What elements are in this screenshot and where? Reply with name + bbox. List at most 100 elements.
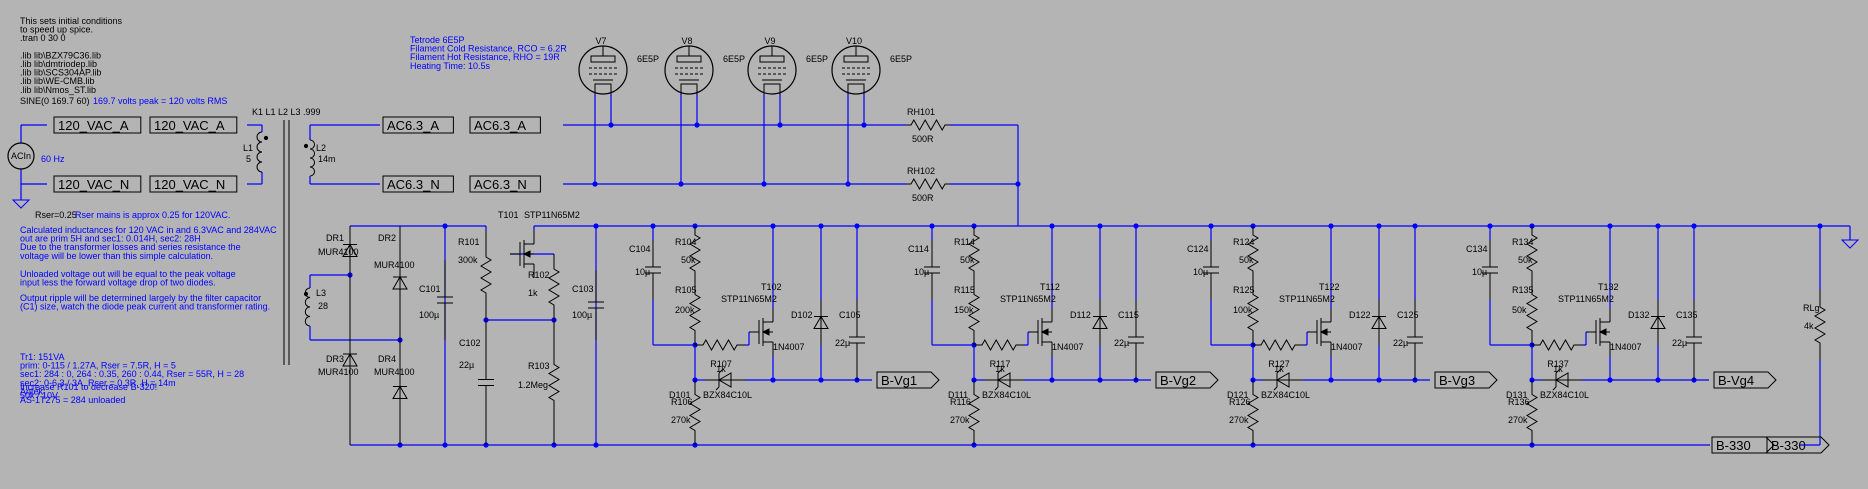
junction-dot	[1049, 377, 1055, 383]
resistor-R136-value: 270k	[1508, 415, 1528, 425]
tetrode-note: Filament Cold Resistance, RCO = 6.2R	[410, 44, 567, 54]
resistor-R137-name: R137	[1547, 359, 1569, 369]
resistor-RLg-name: RLg	[1803, 303, 1820, 313]
flag-B-Vg1: B-Vg1	[876, 371, 940, 389]
flag-ac63-n-right-text: AC6.3_N	[474, 177, 527, 192]
diode-D121-name: D121	[1227, 390, 1249, 400]
mosfet-T122-part: STP11N65M2	[1279, 294, 1335, 304]
junction-dot	[1655, 377, 1661, 383]
resistor-R126-name: R126	[1229, 397, 1251, 407]
source-name: ACIn	[11, 151, 31, 161]
rser-value: Rser=0.25	[35, 210, 77, 220]
capacitor-C114	[924, 240, 940, 300]
flag-B-Vg3: B-Vg3	[1434, 371, 1498, 389]
diode-D131-part: BZX84C10L	[1540, 390, 1589, 400]
inductor-L2	[309, 139, 315, 177]
junction-dot	[818, 377, 824, 383]
design-note: Tr1: 151VA	[20, 352, 65, 362]
diode-D112-part: 1N4007	[1052, 342, 1084, 352]
capacitor-C103	[588, 270, 604, 340]
directive-line: to speed up spice.	[20, 25, 93, 35]
capacitor-C124-value: 10µ	[1193, 267, 1208, 277]
flag-B-Vg4: B-Vg4	[1713, 371, 1777, 389]
diode-D121	[1263, 369, 1303, 391]
capacitor-C134-name: C134	[1466, 244, 1488, 254]
resistor-RH102-value: 500R	[912, 193, 934, 203]
diode-DR2-part: MUR4100	[374, 260, 415, 270]
tetrode-note: Filament Hot Resistance, RHO = 19R	[410, 52, 560, 62]
mosfet-T112-name: T112	[1040, 282, 1060, 292]
capacitor-C124	[1203, 240, 1219, 300]
resistor-R114	[968, 226, 980, 280]
flag-120vac-a-right: 120_VAC_A	[149, 116, 238, 134]
design-note: prim: 0-115 / 1.27A, Rser = 7.5R, H = 5	[20, 361, 176, 371]
capacitor-C104-name: C104	[629, 244, 651, 254]
capacitor-C105-value: 22µ	[835, 338, 850, 348]
flag-b330-left: B-330	[1711, 436, 1775, 454]
diode-DR3-name: DR3	[326, 354, 344, 364]
flag-ac63-n-right: AC6.3_N	[469, 175, 541, 193]
mosfet-T101-name: T101	[498, 210, 519, 220]
resistor-RH102	[906, 177, 950, 191]
capacitor-C115	[1128, 300, 1144, 380]
junction-dot	[1328, 377, 1334, 383]
design-note: Antek:	[20, 386, 46, 396]
diode-DR2	[392, 226, 408, 340]
diode-DR1-name: DR1	[326, 233, 344, 243]
capacitor-C114-name: C114	[908, 244, 929, 254]
resistor-R102-name: R102	[528, 270, 550, 280]
tube-name: V8	[681, 36, 692, 46]
diode-D111	[984, 369, 1024, 391]
junction-dot	[593, 442, 599, 448]
directive-line: .lib lib\Nmos_ST.lib	[20, 85, 96, 95]
design-note: AS-1T275 = 284 unloaded	[20, 395, 125, 405]
flag-120vac-a-left-text: 120_VAC_A	[58, 118, 129, 133]
junction-dot	[770, 377, 776, 383]
resistor-R125-name: R125	[1233, 285, 1255, 295]
resistor-R126	[1247, 380, 1259, 445]
inductor-L2-value: 14m	[318, 154, 336, 164]
capacitor-C104-value: 10µ	[635, 267, 650, 277]
diode-DR1-part: MUR4100	[318, 247, 359, 257]
diode-D101-name: D101	[669, 390, 691, 400]
diode-D132-name: D132	[1628, 310, 1650, 320]
resistor-R116	[968, 380, 980, 445]
directive-line: .lib lib\dmtriodep.lib	[20, 59, 97, 69]
inductor-L2-name: L2	[316, 143, 326, 153]
inductor-L1	[256, 131, 263, 173]
resistor-R127-name: R127	[1268, 359, 1290, 369]
flag-120vac-a-left: 120_VAC_A	[53, 116, 142, 134]
diode-DR4-part: MUR4100	[374, 367, 415, 377]
diode-DR2-name: DR2	[378, 233, 396, 243]
capacitor-C115-name: C115	[1118, 310, 1139, 320]
resistor-R135-name: R135	[1512, 285, 1534, 295]
flag-B-Vg3-text: B-Vg3	[1439, 373, 1475, 388]
tube-V9	[747, 45, 797, 95]
flag-120vac-n-right-text: 120_VAC_N	[154, 177, 225, 192]
resistor-R101-name: R101	[458, 237, 480, 247]
inductor-L3-name: L3	[316, 288, 326, 298]
mosfet-T132-part: STP11N65M2	[1558, 294, 1614, 304]
design-note: (C1) size, watch the diode peak current …	[20, 302, 270, 312]
capacitor-C134-value: 10µ	[1472, 267, 1487, 277]
resistor-R107-value: 1k	[716, 364, 726, 374]
mosfet-T102	[749, 308, 774, 356]
diode-D132-part: 1N4007	[1610, 342, 1642, 352]
flag-b330-right: B-330	[1766, 436, 1830, 454]
components-layer	[7, 45, 1860, 445]
capacitor-C125-value: 22µ	[1393, 338, 1408, 348]
tube-part: 6E5P	[806, 54, 828, 64]
junction-dot	[1015, 181, 1021, 187]
capacitor-C135	[1686, 300, 1702, 380]
diode-D122-name: D122	[1349, 310, 1371, 320]
resistor-RLg	[1814, 290, 1826, 360]
resistor-RH102-name: RH102	[907, 166, 935, 176]
inductor-L1-name: L1	[243, 143, 253, 153]
flag-ac63-n-left: AC6.3_N	[382, 175, 454, 193]
resistor-R136-name: R136	[1508, 397, 1530, 407]
directive-line: This sets initial conditions	[20, 16, 123, 26]
tube-name: V7	[595, 36, 606, 46]
